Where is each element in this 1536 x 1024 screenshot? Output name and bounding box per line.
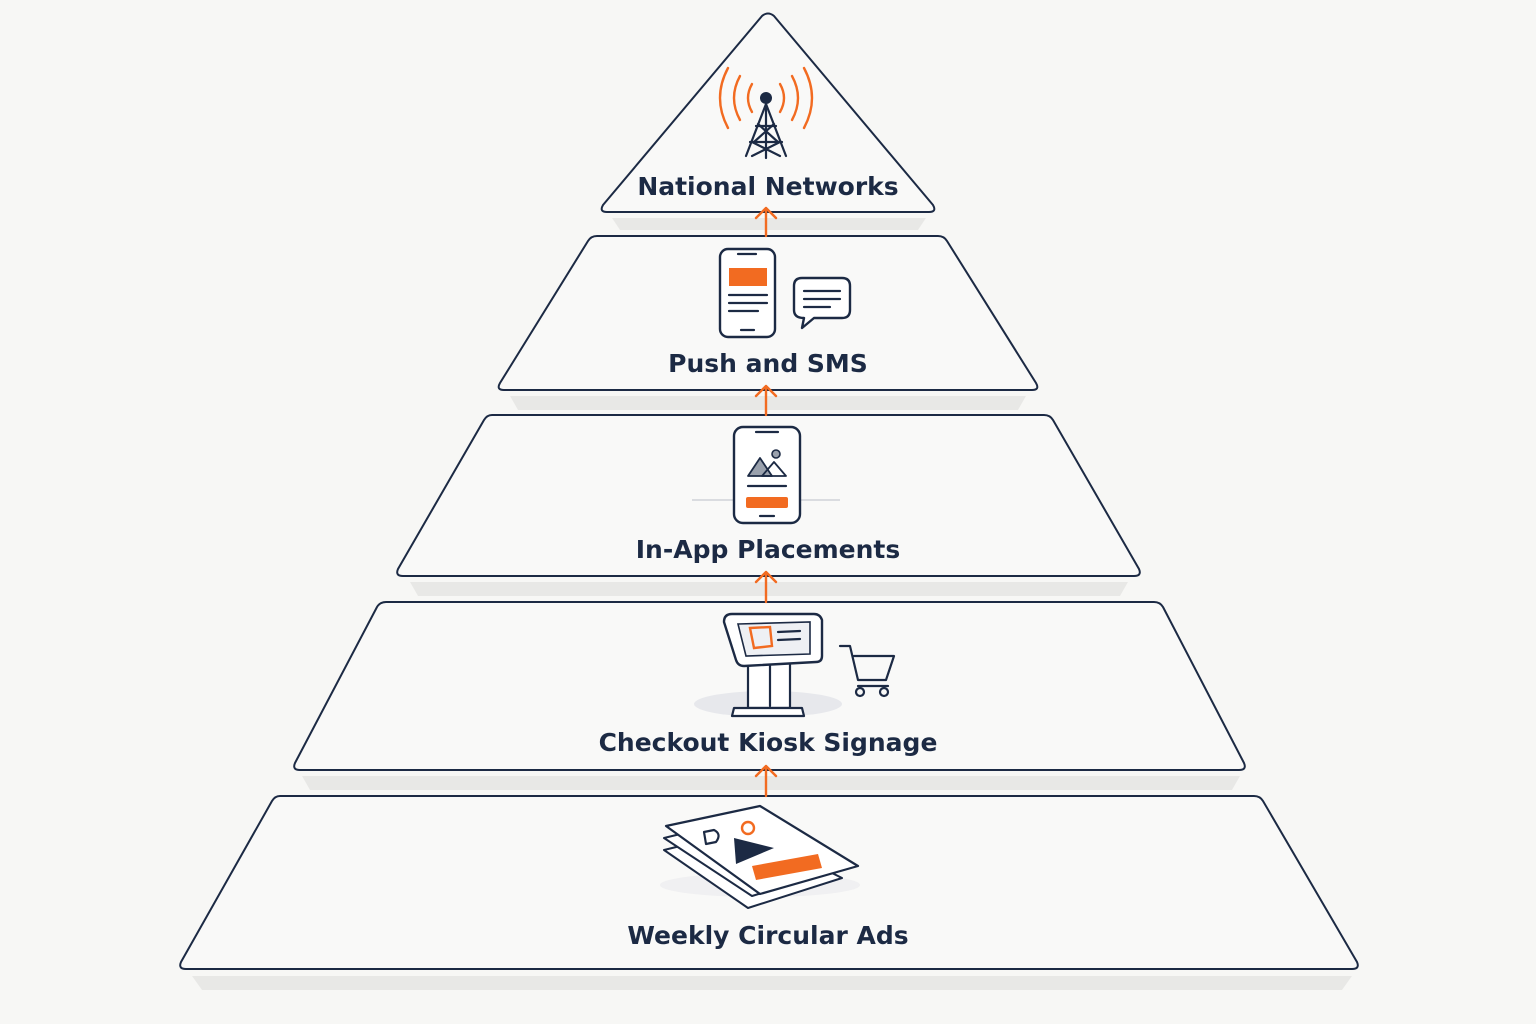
connector-arrows <box>754 206 778 798</box>
tier-label: Weekly Circular Ads <box>627 921 908 950</box>
mobile-ad-icon <box>692 425 840 525</box>
tier-label: Push and SMS <box>668 349 868 378</box>
up-arrow-icon <box>754 384 778 417</box>
circular-flyer-icon <box>660 804 860 909</box>
phone-message-icon <box>718 247 852 339</box>
tier-push-and-sms: Push and SMS <box>497 235 1039 410</box>
tier-in-app-placements: In-App Placements <box>396 414 1141 596</box>
radio-tower-icon <box>718 66 814 160</box>
up-arrow-icon <box>754 570 778 604</box>
tier-checkout-kiosk-signage: Checkout Kiosk Signage <box>293 601 1246 790</box>
tier-national-networks: National Networks <box>600 12 936 230</box>
tier-weekly-circular-ads: Weekly Circular Ads <box>179 795 1359 990</box>
up-arrow-icon <box>754 206 778 238</box>
tier-label: National Networks <box>637 172 898 201</box>
kiosk-cart-icon <box>694 612 896 718</box>
up-arrow-icon <box>754 764 778 798</box>
tier-label: Checkout Kiosk Signage <box>599 728 938 757</box>
tier-label: In-App Placements <box>636 535 901 564</box>
